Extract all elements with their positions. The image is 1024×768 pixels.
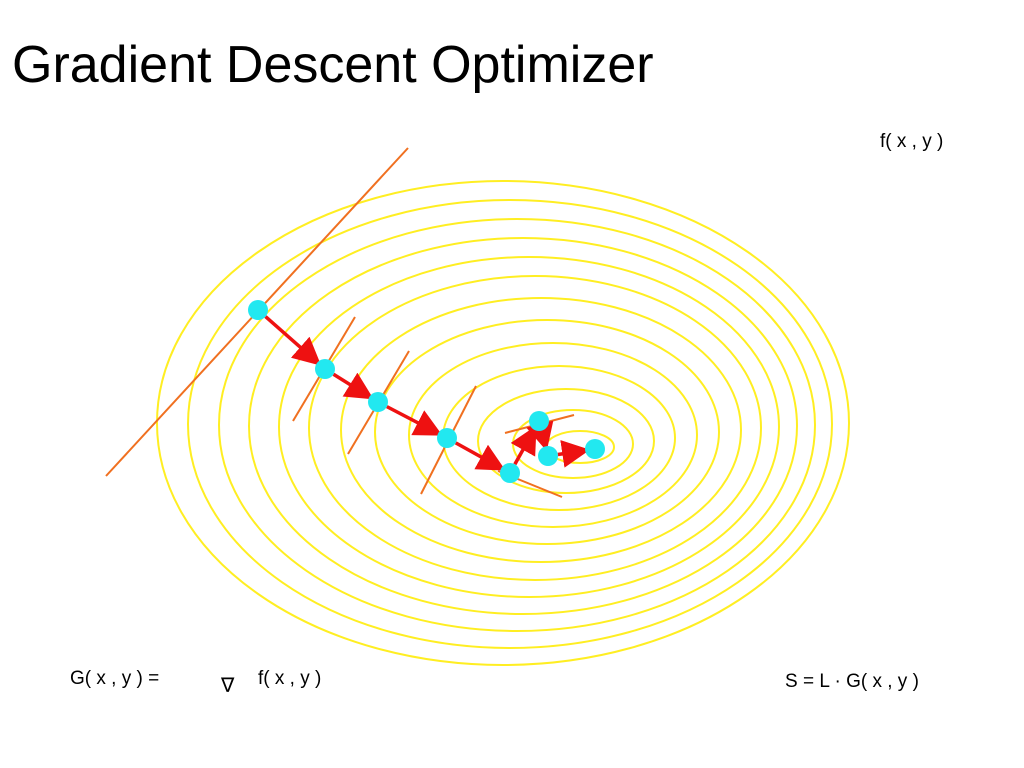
descent-point <box>368 392 388 412</box>
function-label: f( x , y ) <box>880 131 944 152</box>
descent-point <box>585 439 605 459</box>
contour-ellipse <box>248 237 798 615</box>
step-arrow <box>510 425 537 466</box>
descent-points <box>248 300 605 483</box>
contour-lines <box>156 180 850 666</box>
nabla-symbol: ∇ <box>221 675 235 697</box>
step-arrow <box>386 405 443 436</box>
step-arrow <box>264 315 322 366</box>
contour-ellipse <box>374 319 720 545</box>
descent-point <box>315 359 335 379</box>
contour-ellipse <box>156 180 850 666</box>
descent-point <box>500 463 520 483</box>
contour-ellipse <box>187 199 833 649</box>
step-arrow <box>332 372 374 400</box>
slide-title: Gradient Descent Optimizer <box>12 36 654 94</box>
contour-ellipse <box>278 256 780 598</box>
contour-ellipse <box>308 275 762 581</box>
gradient-lhs: G( x , y ) = <box>70 668 160 689</box>
descent-steps <box>264 315 591 471</box>
descent-point <box>529 411 549 431</box>
step-arrow <box>526 420 554 452</box>
step-arrow <box>454 441 506 471</box>
contour-ellipse <box>477 388 655 494</box>
gradient-rhs: f( x , y ) <box>258 668 322 689</box>
step-arrow <box>557 440 591 468</box>
contour-ellipse <box>218 218 816 632</box>
descent-point <box>437 428 457 448</box>
step-formula: S = L · G( x , y ) <box>785 671 919 692</box>
contour-ellipse <box>340 297 742 563</box>
contour-ellipse <box>408 342 698 528</box>
descent-point <box>538 446 558 466</box>
descent-point <box>248 300 268 320</box>
